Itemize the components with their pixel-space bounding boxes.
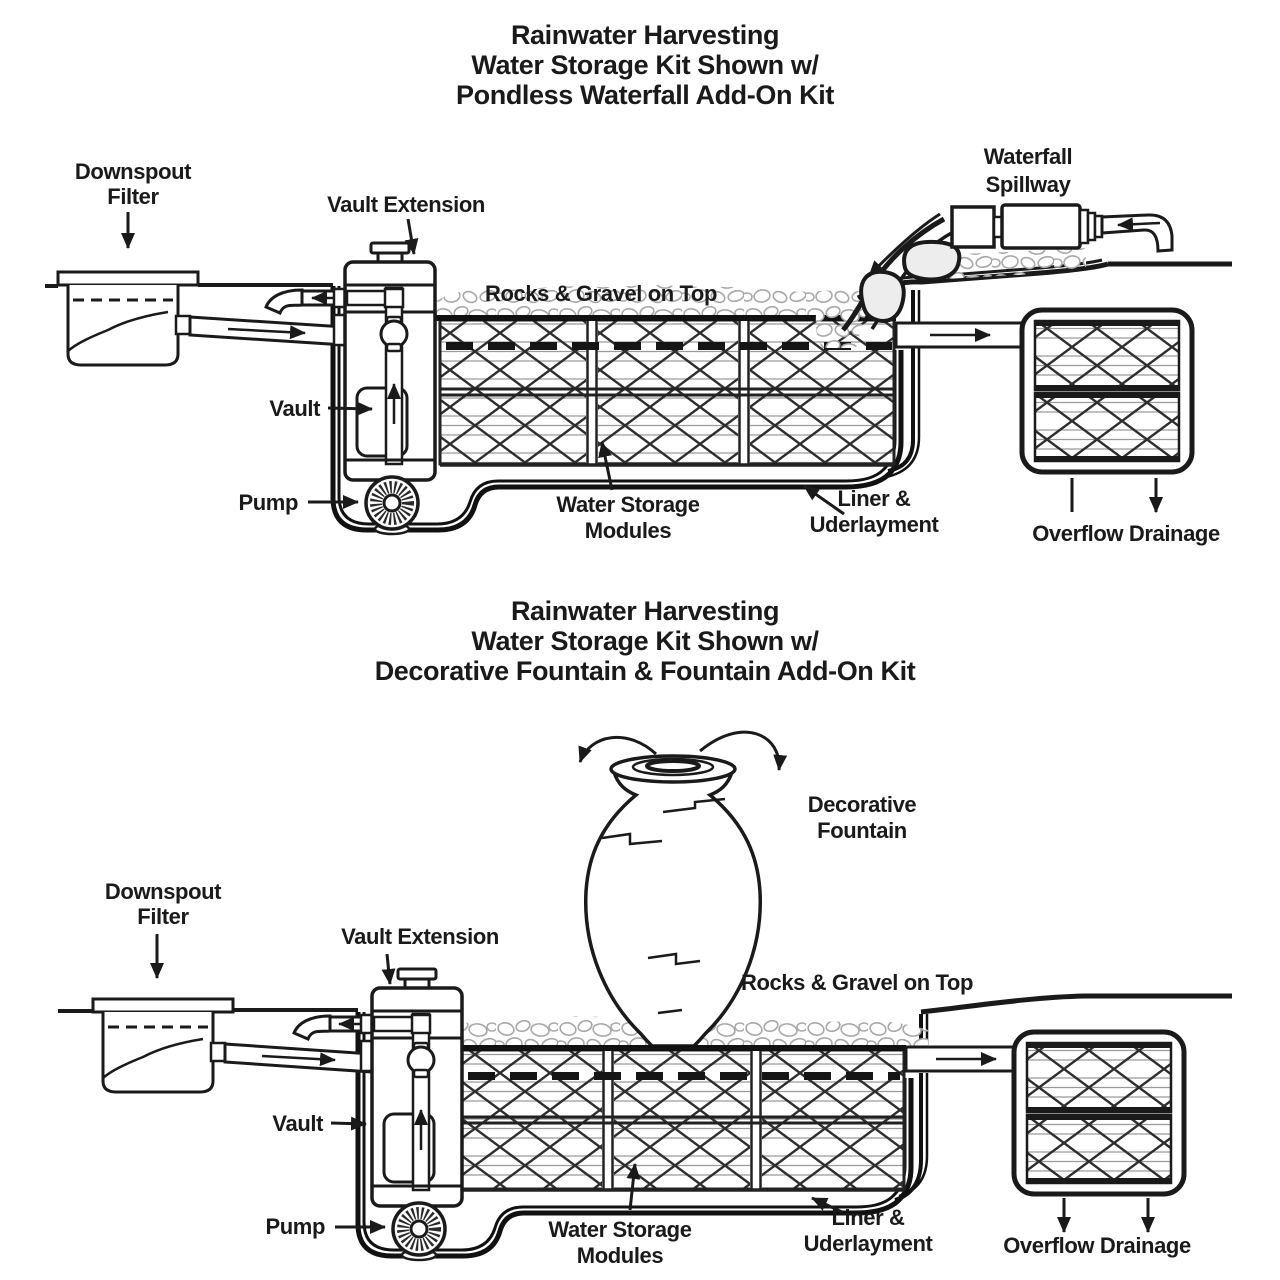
label2-rocks-gravel: Rocks & Gravel on Top <box>741 970 973 995</box>
boulder-1 <box>902 239 962 282</box>
module-gap-2 <box>738 320 750 464</box>
label2-liner-1: Liner & <box>832 1205 905 1230</box>
boulder-2 <box>859 269 906 323</box>
diagram2-title: Rainwater Harvesting Water Storage Kit S… <box>375 596 916 686</box>
waterfall-flow-arrow <box>867 212 941 278</box>
water-storage-modules-2 <box>458 1045 906 1192</box>
water-storage-arrow <box>598 441 614 491</box>
diagram1-labels: Downspout Filter Vault Extension Waterfa… <box>75 144 1220 546</box>
vase-crack-2 <box>601 832 663 846</box>
module2-gap-2 <box>750 1050 762 1189</box>
diagram1-title-line1: Rainwater Harvesting <box>511 20 779 50</box>
diagram1-pondless-waterfall: Rainwater Harvesting Water Storage Kit S… <box>45 20 1232 546</box>
label-water-storage-1: Water Storage <box>556 492 699 517</box>
overflow-drainage-box <box>1022 310 1192 472</box>
waterfall-spillway-unit <box>950 203 1174 253</box>
liner-underlayment-outline-2 <box>355 1012 929 1259</box>
label-liner-1: Liner & <box>838 486 911 511</box>
liner-arrow <box>803 484 845 516</box>
vault-extension-arrow-2 <box>381 953 396 985</box>
label-downspout-filter-1: Downspout <box>75 159 192 184</box>
label2-water-storage-2: Modules <box>577 1243 664 1268</box>
label2-decorative-fountain-1: Decorative <box>808 792 917 817</box>
label-vault-extension: Vault Extension <box>327 192 485 217</box>
liner-underlayment-outline <box>330 286 921 533</box>
module-gap-1 <box>586 320 598 464</box>
overflow-drainage-box-2 <box>1014 1032 1184 1194</box>
label2-water-storage-1: Water Storage <box>548 1217 691 1242</box>
fountain-water-arc-left <box>578 735 658 763</box>
label-vault: Vault <box>269 396 321 421</box>
label2-overflow-drainage: Overflow Drainage <box>1003 1233 1191 1258</box>
liner-arrow-2 <box>811 1196 843 1214</box>
label2-liner-2: Uderlayment <box>804 1231 934 1256</box>
diagram1-title-line3: Pondless Waterfall Add-On Kit <box>456 80 834 110</box>
label2-vault: Vault <box>272 1111 324 1136</box>
waterfall-stream <box>815 212 1109 348</box>
supply-flow-arrow-2 <box>261 1052 336 1067</box>
label-liner-2: Uderlayment <box>810 512 940 537</box>
label-overflow-drainage: Overflow Drainage <box>1032 521 1220 546</box>
label2-vault-extension: Vault Extension <box>341 924 499 949</box>
ground-line-right-2 <box>920 993 1232 1015</box>
label2-downspout-filter-1: Downspout <box>105 879 222 904</box>
downspout-filter <box>56 270 200 367</box>
label-waterfall-spillway-2: Spillway <box>986 172 1072 197</box>
label-water-storage-2: Modules <box>585 518 672 543</box>
diagram2-labels: Downspout Filter Vault Extension Decorat… <box>105 792 1191 1268</box>
diagram1-title-line2: Water Storage Kit Shown w/ <box>471 50 819 80</box>
module2-gap-1 <box>602 1050 614 1189</box>
module-mid-border <box>440 387 894 397</box>
water-storage-modules <box>436 315 896 467</box>
gravel-band <box>432 285 894 318</box>
return-spout-2 <box>292 1014 332 1041</box>
label-downspout-filter-2: Filter <box>107 184 159 209</box>
fountain-water-arc-right <box>699 730 788 771</box>
return-spout <box>264 288 304 315</box>
label2-downspout-filter-2: Filter <box>137 904 189 929</box>
label-pump: Pump <box>238 490 298 515</box>
basin-pebbles <box>928 248 1086 280</box>
diagram2-decorative-fountain: Rainwater Harvesting Water Storage Kit S… <box>58 596 1232 1268</box>
vase-crack-3 <box>647 952 701 966</box>
vase-mouth <box>645 759 701 773</box>
vase-crack-4 <box>657 1008 683 1015</box>
diagram2-title-line3: Decorative Fountain & Fountain Add-On Ki… <box>375 656 916 686</box>
label2-decorative-fountain-2: Fountain <box>817 818 907 843</box>
vault-pipes <box>188 288 347 347</box>
supply-flow-arrow <box>227 325 306 340</box>
vault-arrow <box>327 401 373 416</box>
diagram1-title: Rainwater Harvesting Water Storage Kit S… <box>456 20 835 110</box>
vault-arrow-2 <box>330 1116 367 1131</box>
downspout-filter-2 <box>91 997 235 1094</box>
diagram2-title-line1: Rainwater Harvesting <box>511 596 779 626</box>
water-storage-arrow-2 <box>626 1163 641 1211</box>
vault-extension-arrow <box>404 218 419 255</box>
vault-pipes-2 <box>223 1014 374 1074</box>
inlet-flow-arrow <box>1117 217 1161 232</box>
vase-crack-1 <box>662 797 726 814</box>
label-waterfall-spillway-1: Waterfall <box>984 144 1073 169</box>
label-rocks-gravel: Rocks & Gravel on Top <box>485 281 717 306</box>
module2-mid-border <box>462 1115 904 1125</box>
label2-pump: Pump <box>265 1214 325 1239</box>
diagram2-title-line2: Water Storage Kit Shown w/ <box>471 626 819 656</box>
